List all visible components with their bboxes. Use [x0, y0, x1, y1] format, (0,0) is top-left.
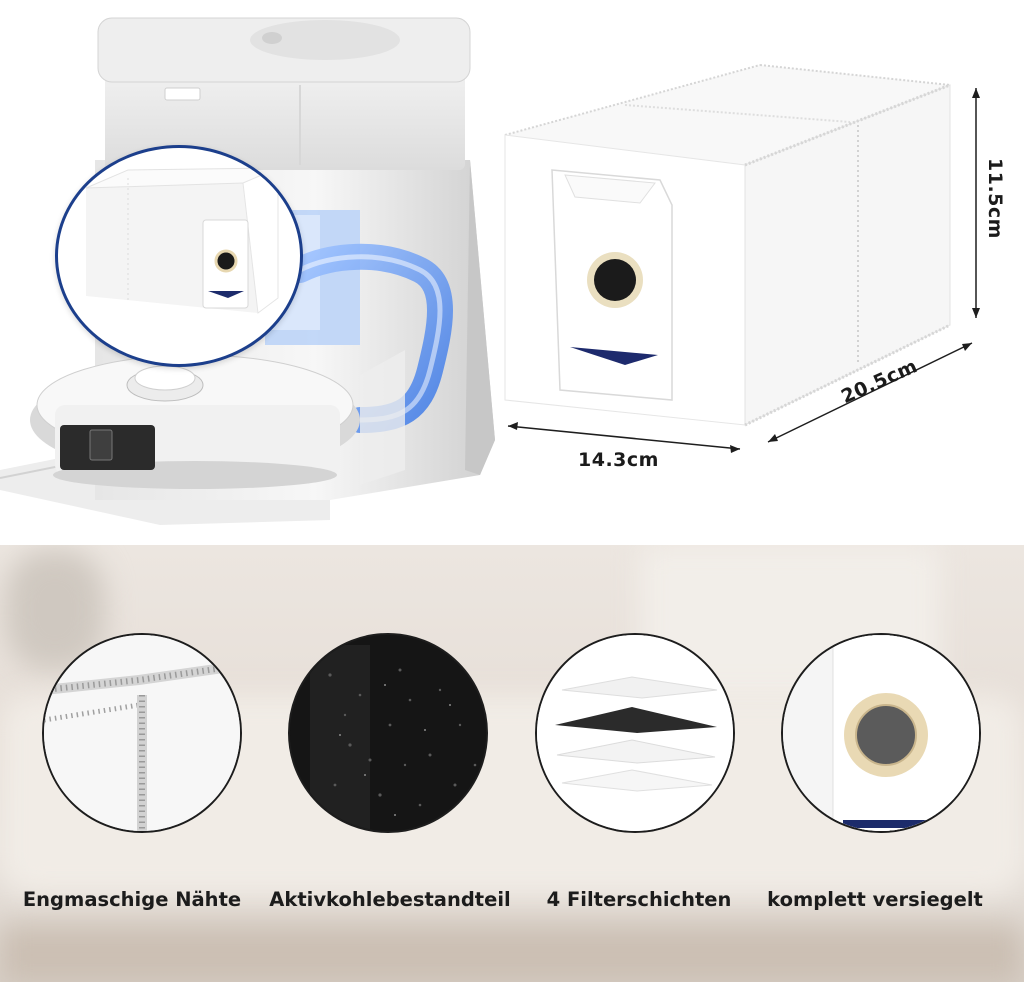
feature-caption-carbon: Aktivkohlebestandteil: [269, 888, 511, 911]
bag-zoom-circle: [55, 145, 303, 367]
activated-carbon-icon: [290, 635, 486, 831]
width-dimension-label: 14.3cm: [578, 449, 659, 471]
features-panel: Engmaschige Nähte Aktivkohlebestandteil …: [0, 545, 1024, 982]
feature-caption-sealed: komplett versiegelt: [767, 888, 983, 911]
product-panel: 14.3cm 20.5cm 11.5cm: [0, 17, 1006, 525]
filter-layers-icon: [537, 635, 733, 831]
feature-seams-circle: [42, 633, 242, 833]
feature-caption-layers: 4 Filterschichten: [546, 888, 732, 911]
feature-sealed-circle: [781, 633, 981, 833]
feature-caption-seams: Engmaschige Nähte: [22, 888, 242, 911]
dust-bag-large: [504, 64, 980, 453]
background-floor: [0, 925, 1024, 982]
seam-closeup-icon: [44, 635, 240, 831]
feature-carbon-circle: [288, 633, 488, 833]
feature-layers-circle: [535, 633, 735, 833]
dust-bag-thumbnail: [85, 167, 279, 314]
sealed-opening-icon: [783, 635, 979, 831]
height-dimension-label: 11.5cm: [984, 158, 1006, 239]
